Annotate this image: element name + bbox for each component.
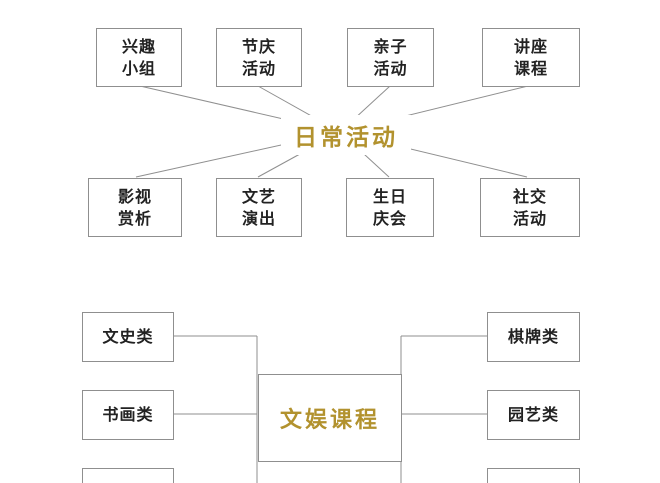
daily-node-festival-activities: 节庆 活动 [216,28,302,87]
daily-node-lecture-courses: 讲座 课程 [482,28,580,87]
daily-node-birthday-celebrations: 生日 庆会 [346,178,434,237]
course-node-right-cutoff [487,468,580,483]
course-node-calligraphy-painting: 书画类 [82,390,174,440]
course-node-literature-history: 文史类 [82,312,174,362]
course-node-chess-cards: 棋牌类 [487,312,580,362]
daily-node-film-appreciation: 影视 赏析 [88,178,182,237]
daily-node-parent-child-activities: 亲子 活动 [347,28,434,87]
daily-node-social-activities: 社交 活动 [480,178,580,237]
daily-activities-hub-label: 日常活动 [281,115,411,155]
course-node-gardening: 园艺类 [487,390,580,440]
daily-node-interest-groups: 兴趣 小组 [96,28,182,87]
daily-node-art-performances: 文艺 演出 [216,178,302,237]
entertainment-courses-hub-box: 文娱课程 [258,374,402,462]
course-node-left-cutoff [82,468,174,483]
